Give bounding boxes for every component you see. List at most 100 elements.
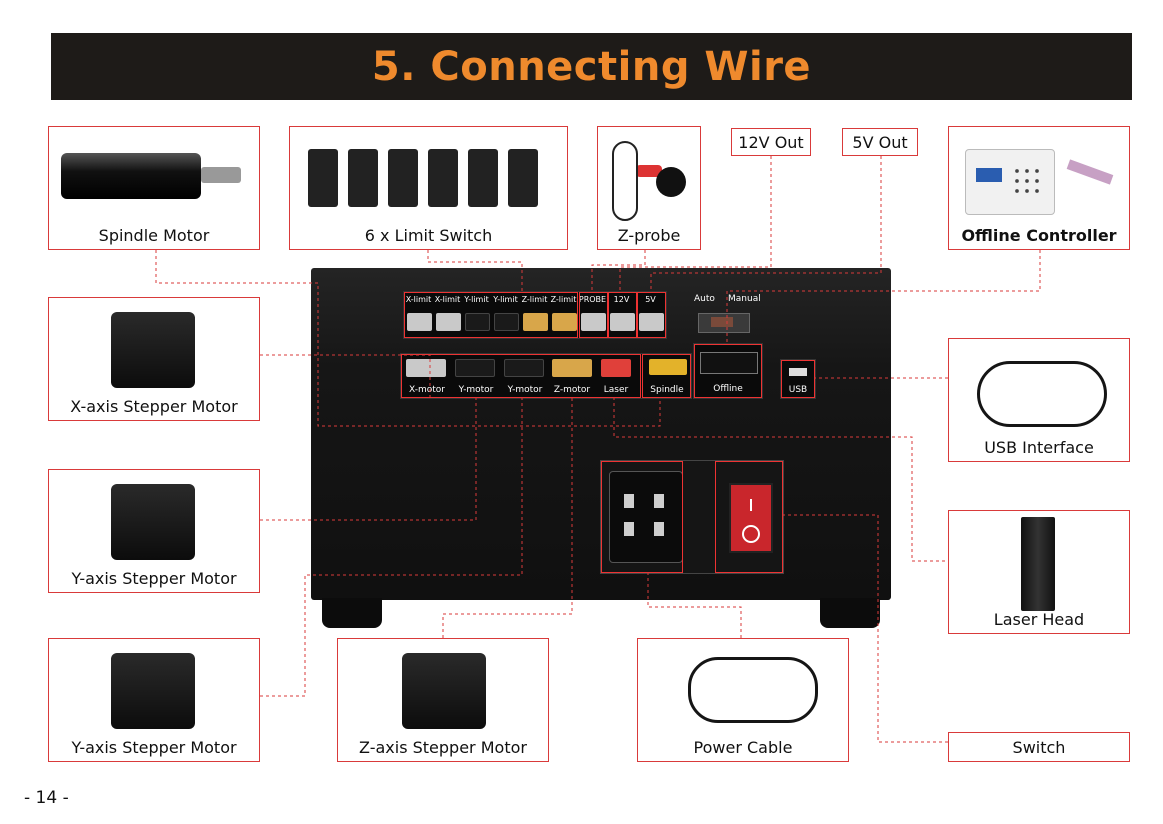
5v-port[interactable] xyxy=(639,313,664,331)
line-y-motor-1 xyxy=(260,397,477,521)
limit-ports-panel: X-limit X-limit Y-limit Y-limit Z-limit … xyxy=(403,291,667,339)
controller-buttons xyxy=(1012,166,1044,196)
offline-port-panel: Offline xyxy=(693,343,763,399)
5v-out-label: 5V Out xyxy=(852,132,908,152)
power-cable-box: Power Cable xyxy=(637,638,849,762)
spindle-port-outline xyxy=(642,354,691,398)
mode-switch[interactable] xyxy=(698,313,750,333)
laser-head-box: Laser Head xyxy=(948,510,1130,634)
x-limit-port-1[interactable] xyxy=(407,313,432,331)
line-z-motor xyxy=(442,397,573,638)
device-foot-left xyxy=(322,598,382,628)
spindle-motor-label: Spindle Motor xyxy=(98,226,210,245)
controller-screen xyxy=(976,168,1002,182)
usb-cable-image xyxy=(977,361,1107,427)
limit-switch-image-1 xyxy=(308,149,338,207)
line-probe xyxy=(591,250,646,291)
usb-interface-box: USB Interface xyxy=(948,338,1130,462)
z-limit-port-1[interactable] xyxy=(523,313,548,331)
port-label-12v: 12V xyxy=(613,295,630,304)
laser-port[interactable] xyxy=(601,359,631,377)
usb-port[interactable] xyxy=(789,368,807,376)
switch-tag: Switch xyxy=(948,732,1130,762)
rocker-switch[interactable] xyxy=(729,483,773,553)
switch-off-mark xyxy=(742,525,760,543)
port-label-x-limit-1: X-limit xyxy=(405,295,432,304)
x-limit-port-2[interactable] xyxy=(436,313,461,331)
z-probe-label: Z-probe xyxy=(617,226,681,245)
line-laser xyxy=(613,397,948,562)
line-12v xyxy=(619,156,772,291)
line-x-motor xyxy=(260,354,431,397)
z-stepper-box: Z-axis Stepper Motor xyxy=(337,638,549,762)
inlet-pin-1 xyxy=(624,494,634,508)
line-5v xyxy=(650,156,882,291)
power-cable-label: Power Cable xyxy=(693,738,793,757)
offline-controller-box: Offline Controller xyxy=(948,126,1130,250)
offline-port[interactable] xyxy=(700,352,758,374)
y-limit-port-1[interactable] xyxy=(465,313,490,331)
probe-port[interactable] xyxy=(581,313,606,331)
page-title: 5. Connecting Wire xyxy=(371,43,812,90)
limit-switch-image-3 xyxy=(388,149,418,207)
y-stepper-box-1: Y-axis Stepper Motor xyxy=(48,469,260,593)
port-label-z-limit-2: Z-limit xyxy=(550,295,577,304)
usb-interface-label: USB Interface xyxy=(984,438,1094,457)
offline-label: Offline xyxy=(713,384,743,394)
y-limit-port-2[interactable] xyxy=(494,313,519,331)
offline-port-outline xyxy=(694,344,762,398)
offline-controller-label: Offline Controller xyxy=(961,226,1117,245)
y-motor-port-1[interactable] xyxy=(455,359,495,377)
power-inlet[interactable] xyxy=(609,471,683,563)
laser-head-label: Laser Head xyxy=(993,610,1085,629)
inlet-outline xyxy=(601,461,683,573)
z-motor-port[interactable] xyxy=(552,359,592,377)
x-stepper-box: X-axis Stepper Motor xyxy=(48,297,260,421)
z-limit-port-2[interactable] xyxy=(552,313,577,331)
line-spindle xyxy=(155,250,661,427)
x-motor-port[interactable] xyxy=(406,359,446,377)
12v-port[interactable] xyxy=(610,313,635,331)
port-label-y-limit-2: Y-limit xyxy=(493,295,518,304)
z-probe-cable xyxy=(612,141,638,221)
inlet-pin-2 xyxy=(654,494,664,508)
5v-out-tag: 5V Out xyxy=(842,128,918,156)
spindle-shaft xyxy=(201,167,241,183)
z-stepper-image xyxy=(402,653,486,729)
spindle-port[interactable] xyxy=(649,359,687,375)
y-stepper-label-2: Y-axis Stepper Motor xyxy=(71,738,237,757)
x-motor-label: X-motor xyxy=(409,385,445,395)
y-motor-label-2: Y-motor xyxy=(507,385,543,395)
y-stepper-image-2 xyxy=(111,653,195,729)
12v-out-tag: 12V Out xyxy=(731,128,811,156)
switch-label: Switch xyxy=(1012,737,1066,757)
auto-label: Auto xyxy=(694,294,715,304)
y-motor-port-2[interactable] xyxy=(504,359,544,377)
power-cable-image xyxy=(688,657,818,723)
laser-label: Laser xyxy=(603,385,629,395)
line-y-motor-2 xyxy=(260,397,523,697)
motor-ports-outline xyxy=(401,354,641,398)
title-banner: 5. Connecting Wire xyxy=(51,33,1132,100)
y-stepper-image-1 xyxy=(111,484,195,560)
limit-switch-image-2 xyxy=(348,149,378,207)
line-power xyxy=(647,572,742,638)
z-probe-box: Z-probe xyxy=(597,126,701,250)
limit-switch-image-6 xyxy=(508,149,538,207)
usb-port-panel: USB xyxy=(780,359,816,399)
5v-port-outline xyxy=(637,292,666,338)
y-motor-label-1: Y-motor xyxy=(458,385,494,395)
port-label-y-limit-1: Y-limit xyxy=(464,295,489,304)
manual-label: Manual xyxy=(728,294,761,304)
offline-controller-cable xyxy=(1066,159,1114,185)
port-label-x-limit-2: X-limit xyxy=(434,295,461,304)
limit-switch-label: 6 x Limit Switch xyxy=(364,226,493,245)
inlet-pin-3 xyxy=(624,522,634,536)
device-foot-right xyxy=(820,598,880,628)
usb-port-outline xyxy=(781,360,815,398)
offline-controller-image xyxy=(965,149,1055,215)
usb-label: USB xyxy=(788,385,808,395)
port-label-z-limit-1: Z-limit xyxy=(521,295,548,304)
limit-switch-image-4 xyxy=(428,149,458,207)
